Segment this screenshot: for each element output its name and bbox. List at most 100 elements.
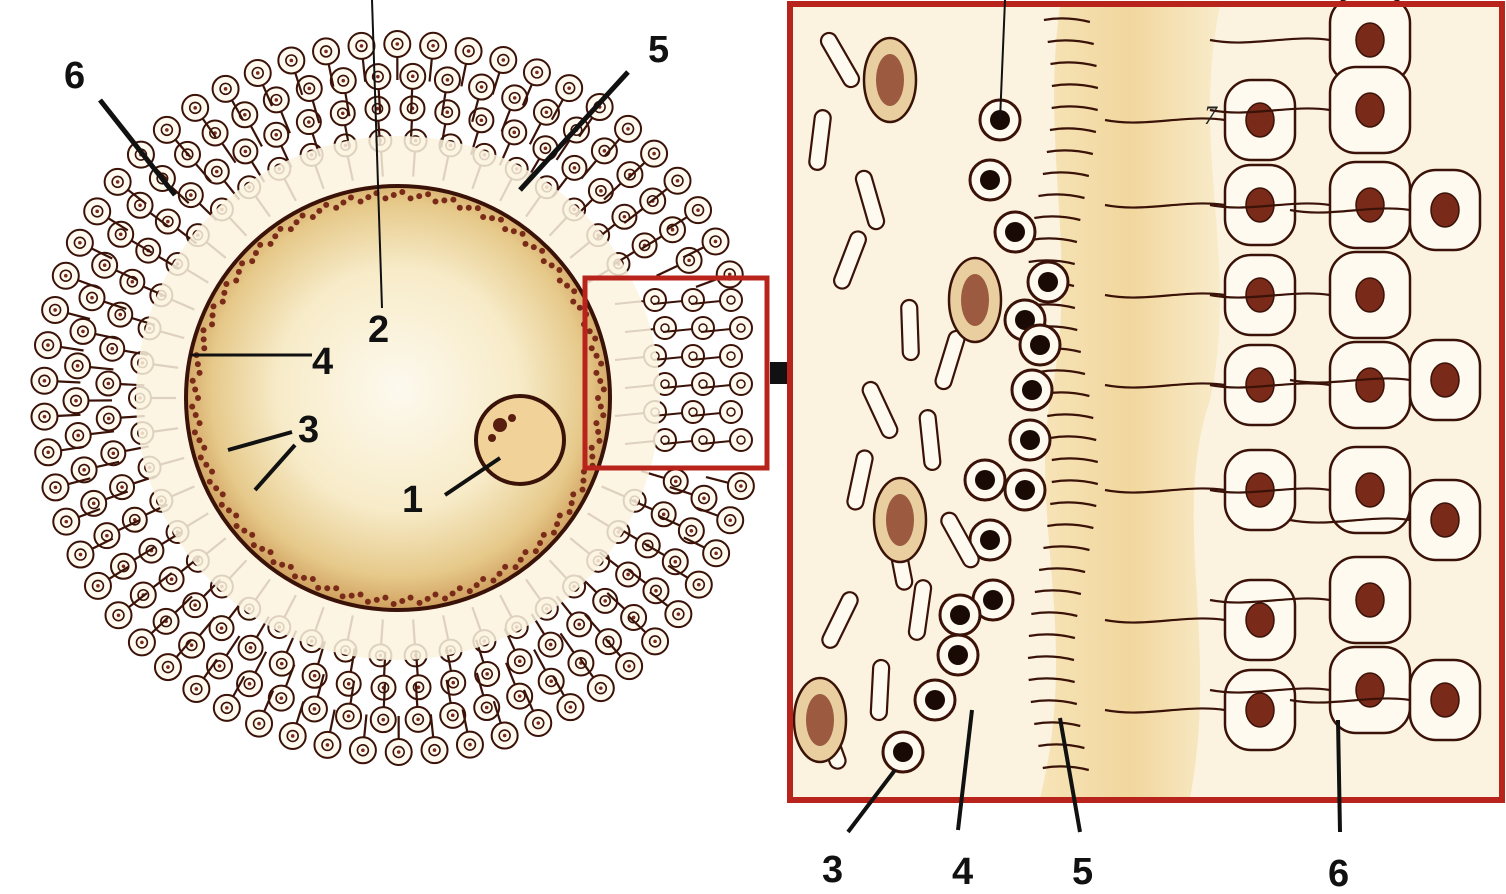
corona-cell-nucleolus: [739, 484, 743, 488]
corona-cell-nucleolus: [451, 681, 455, 685]
corona-cell-nucleolus: [218, 664, 222, 668]
granulosa-nucleus: [1431, 193, 1459, 227]
granulosa-nucleus: [1356, 473, 1384, 507]
cortical-granule: [197, 420, 203, 426]
corona-cell-nucleolus: [117, 613, 121, 617]
cortical-granule: [518, 557, 524, 563]
cortical-granule: [203, 462, 209, 468]
cortical-granule: [597, 378, 603, 384]
cortical-granule: [374, 597, 380, 603]
corona-cell-nucleolus: [280, 662, 284, 666]
corona-cell-nucleolus: [95, 210, 99, 214]
cortical-granule: [549, 262, 555, 268]
cortical-granule-core: [1020, 430, 1040, 450]
cortical-granule: [417, 600, 423, 606]
corona-cell-nucleolus: [513, 96, 517, 100]
organelle: [870, 660, 889, 721]
corona-cell-nucleolus: [96, 584, 100, 588]
corona-cell-nucleolus: [536, 721, 540, 725]
cortical-granule: [253, 250, 259, 256]
cortical-granule: [333, 205, 339, 211]
corona-cell-nucleolus: [652, 152, 656, 156]
cortical-granule: [207, 479, 213, 485]
cortical-granule: [600, 412, 606, 418]
corona-cell-nucleolus: [78, 241, 82, 245]
cortical-granule: [589, 454, 595, 460]
label-5-right: 5: [1072, 851, 1093, 893]
cortical-granule: [598, 404, 604, 410]
corona-cell-nucleolus: [603, 149, 607, 153]
cortical-granule: [257, 242, 263, 248]
corona-cell-nucleolus: [501, 58, 505, 62]
cortical-granule: [234, 523, 240, 529]
cortical-granule: [259, 546, 265, 552]
corona-cell-nucleolus: [190, 643, 194, 647]
label-3-left: 3: [298, 409, 319, 451]
cortical-granule: [268, 549, 274, 555]
corona-cell-nucleolus: [567, 86, 571, 90]
corona-cell-nucleolus: [535, 71, 539, 75]
cortical-granule: [201, 345, 207, 351]
corona-cell-nucleolus: [195, 687, 199, 691]
cortical-granule: [192, 429, 198, 435]
cortical-granule: [474, 582, 480, 588]
cortical-granule: [301, 575, 307, 581]
corona-cell-nucleolus: [687, 259, 691, 263]
cortical-granule: [513, 564, 519, 570]
cortical-granule: [340, 199, 346, 205]
cortical-granule: [571, 288, 577, 294]
corona-cell-nucleolus: [697, 583, 701, 587]
cortical-granule: [268, 241, 274, 247]
corona-cell-nucleolus: [485, 706, 489, 710]
corona-cell-nucleolus: [376, 75, 380, 79]
corona-cell-nucleolus: [166, 665, 170, 669]
corona-cell-nucleolus: [702, 496, 706, 500]
granulosa-nucleus: [1356, 278, 1384, 312]
cortical-granule: [408, 595, 414, 601]
cortical-granule: [425, 596, 431, 602]
cortical-granule: [587, 328, 593, 334]
corona-cell-nucleolus: [690, 529, 694, 533]
cortical-granule: [511, 228, 517, 234]
corona-cell-nucleolus: [341, 79, 345, 83]
corona-cell-nucleolus: [485, 672, 489, 676]
cortical-granule: [213, 485, 219, 491]
corona-cell: [720, 401, 742, 423]
corona-cell-nucleolus: [451, 714, 455, 718]
corona-cell-nucleolus: [347, 714, 351, 718]
corona-cell-nucleolus: [549, 679, 553, 683]
cortical-granule: [251, 542, 257, 548]
corona-cell-nucleolus: [662, 512, 666, 516]
corona-cell-nucleolus: [627, 664, 631, 668]
corona-cell-nucleolus: [256, 71, 260, 75]
cortical-granule: [480, 214, 486, 220]
cortical-granule: [570, 299, 576, 305]
cortical-granule: [219, 502, 225, 508]
cortical-granule: [502, 226, 508, 232]
corona-cell-nucleolus: [215, 170, 219, 174]
cortical-granule-core: [983, 590, 1003, 610]
cortical-granule: [391, 601, 397, 607]
corona-cell-nucleolus: [116, 180, 120, 184]
cortical-granule: [490, 578, 496, 584]
cortical-granule: [233, 513, 239, 519]
cortical-granule: [539, 248, 545, 254]
cortical-granule: [365, 194, 371, 200]
corona-cell-nucleolus: [170, 577, 174, 581]
cortical-granule: [475, 205, 481, 211]
cortical-granule: [432, 591, 438, 597]
corona-cell: [654, 317, 676, 339]
cortical-granule: [408, 195, 414, 201]
cortical-granule: [489, 215, 495, 221]
cortical-granule: [292, 573, 298, 579]
corona-cell-nucleolus: [138, 203, 142, 207]
cortical-granule: [450, 591, 456, 597]
corona-cell-nucleolus: [64, 274, 68, 278]
corona-cell-nucleolus: [43, 379, 47, 383]
granulosa-nucleus: [1356, 583, 1384, 617]
corona-cell-nucleolus: [112, 451, 116, 455]
corona-cell-nucleolus: [467, 49, 471, 53]
cortical-granule: [200, 327, 206, 333]
corona-cell-nucleolus: [193, 106, 197, 110]
corona-cell-nucleolus: [676, 179, 680, 183]
